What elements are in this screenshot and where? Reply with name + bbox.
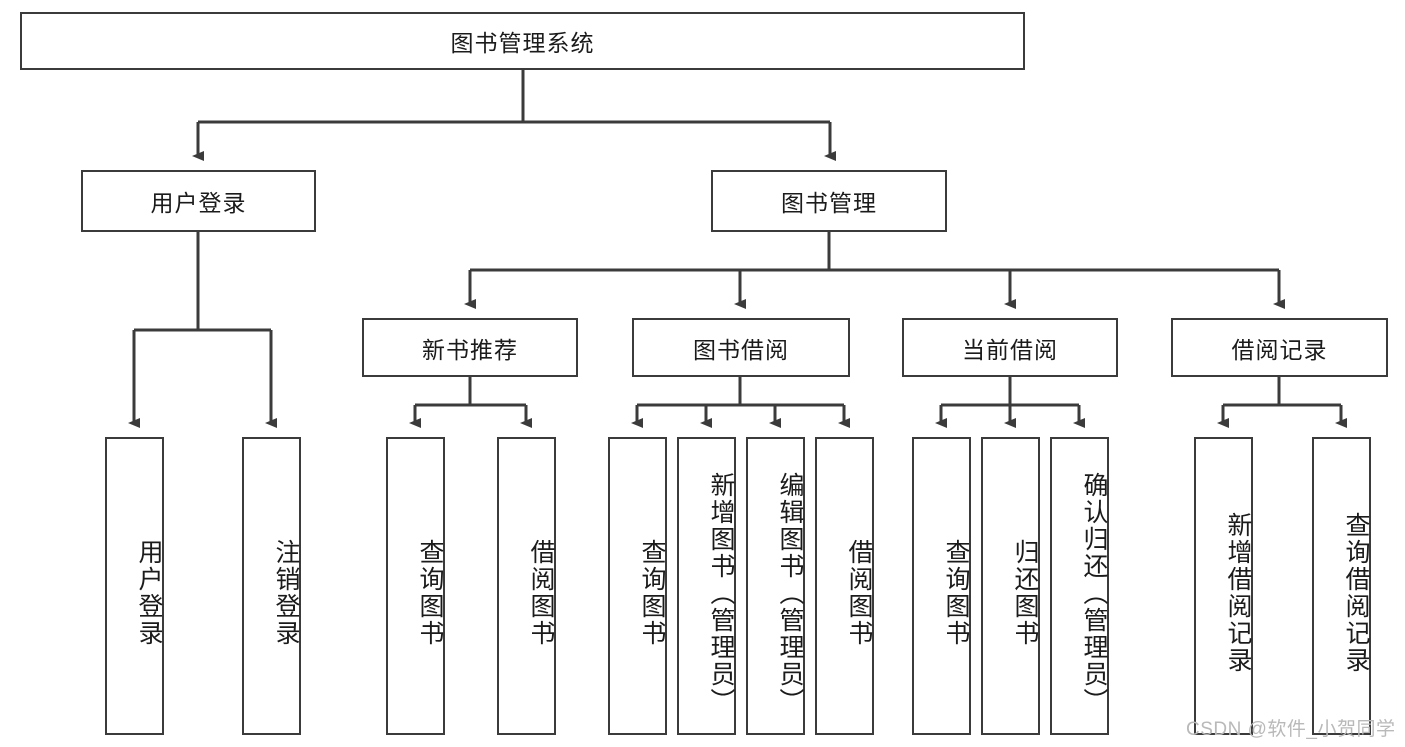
node-label: 用户登录	[135, 539, 163, 647]
leaf-borrow-record-add[interactable]: 新增借阅记录	[1194, 437, 1253, 735]
node-root-book-management-system[interactable]: 图书管理系统	[20, 12, 1025, 70]
leaf-book-borrow-edit[interactable]: 编辑图书（管理员）	[746, 437, 805, 735]
leaf-book-borrow-add[interactable]: 新增图书（管理员）	[677, 437, 736, 735]
node-book-management[interactable]: 图书管理	[711, 170, 947, 232]
node-label: 归还图书	[1011, 539, 1039, 647]
node-label: 查询图书	[638, 539, 666, 647]
node-label: 借阅记录	[1231, 336, 1328, 363]
node-label: 借阅图书	[845, 539, 873, 647]
node-label: 图书管理系统	[450, 30, 595, 56]
leaf-current-borrow-query[interactable]: 查询图书	[912, 437, 971, 735]
node-label: 注销登录	[272, 539, 300, 647]
leaf-user-login-login[interactable]: 用户登录	[105, 437, 164, 735]
node-label: 新增图书（管理员）	[707, 471, 735, 715]
leaf-book-borrow-query[interactable]: 查询图书	[608, 437, 667, 735]
node-label: 新增借阅记录	[1224, 512, 1252, 674]
node-label: 当前借阅	[962, 336, 1058, 363]
node-label: 新书推荐	[422, 336, 518, 363]
leaf-borrow-record-query[interactable]: 查询借阅记录	[1312, 437, 1371, 735]
leaf-new-book-borrow[interactable]: 借阅图书	[497, 437, 556, 735]
node-label: 图书管理	[781, 190, 877, 216]
watermark: CSDN @软件_小贺同学	[1186, 719, 1396, 740]
node-label: 确认归还（管理员）	[1080, 471, 1108, 715]
node-label: 查询图书	[942, 539, 970, 647]
node-borrow-record[interactable]: 借阅记录	[1171, 318, 1388, 377]
leaf-new-book-query[interactable]: 查询图书	[386, 437, 445, 735]
node-book-borrow[interactable]: 图书借阅	[632, 318, 850, 377]
node-user-login[interactable]: 用户登录	[81, 170, 316, 232]
node-label: 图书借阅	[693, 336, 789, 363]
node-label: 查询借阅记录	[1342, 512, 1370, 674]
node-current-borrow[interactable]: 当前借阅	[902, 318, 1118, 377]
leaf-book-borrow-borrow[interactable]: 借阅图书	[815, 437, 874, 735]
leaf-current-borrow-confirm-return[interactable]: 确认归还（管理员）	[1050, 437, 1109, 735]
node-label: 用户登录	[150, 190, 247, 216]
node-label: 查询图书	[416, 539, 444, 647]
node-label: 编辑图书（管理员）	[776, 471, 804, 715]
node-new-book-recommend[interactable]: 新书推荐	[362, 318, 578, 377]
node-label: 借阅图书	[527, 539, 555, 647]
leaf-user-login-logout[interactable]: 注销登录	[242, 437, 301, 735]
leaf-current-borrow-return[interactable]: 归还图书	[981, 437, 1040, 735]
